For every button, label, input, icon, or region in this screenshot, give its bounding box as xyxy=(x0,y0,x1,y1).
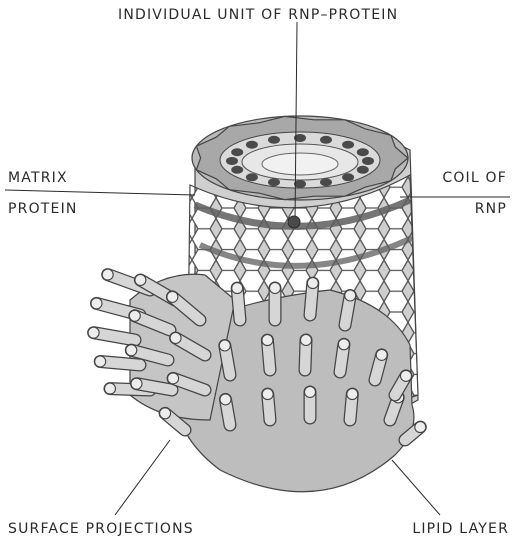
surface-projection-spike xyxy=(307,278,318,315)
rnp-coil-segment xyxy=(342,173,354,181)
label-rnp-protein-unit: INDIVIDUAL UNIT OF RNP–PROTEIN xyxy=(118,7,398,23)
surface-projection-spike xyxy=(347,389,358,420)
rnp-coil-segment xyxy=(357,166,369,174)
label-surface-projections: SURFACE PROJECTIONS xyxy=(8,521,194,537)
surface-projection-spike xyxy=(232,283,243,320)
leader-line-surface xyxy=(115,440,170,515)
rnp-coil-segment xyxy=(362,157,374,165)
label-matrix-line2: PROTEIN xyxy=(8,201,78,217)
rnp-coil-segment xyxy=(320,178,332,186)
surface-projection-spike xyxy=(301,335,312,371)
surface-projection-spike xyxy=(305,387,316,419)
label-lipid-layer: LIPID LAYER xyxy=(412,521,509,537)
label-matrix-line1: MATRIX xyxy=(8,170,68,186)
surface-projection-spike xyxy=(262,389,273,420)
rnp-coil-segment xyxy=(357,148,369,156)
rnp-coil-segment xyxy=(246,173,258,181)
rnp-coil-segment xyxy=(268,178,280,186)
surface-projection-spike xyxy=(270,283,281,321)
rnp-coil-segment xyxy=(231,166,243,174)
rnp-coil-segment xyxy=(246,141,258,149)
rnp-coil-segment xyxy=(268,136,280,144)
label-coil-line2: RNP xyxy=(475,201,507,217)
label-coil-line1: COIL OF xyxy=(442,170,507,186)
leader-line-lipid xyxy=(392,460,440,515)
surface-projection-spike xyxy=(262,335,273,370)
leader-line-matrix xyxy=(5,190,195,195)
rnp-coil-segment xyxy=(226,157,238,165)
rnp-protein-unit xyxy=(288,216,300,228)
surface-projection-spike xyxy=(88,327,135,340)
rnp-coil-segment xyxy=(342,141,354,149)
rnp-coil-segment xyxy=(231,148,243,156)
rnp-coil-segment xyxy=(320,136,332,144)
